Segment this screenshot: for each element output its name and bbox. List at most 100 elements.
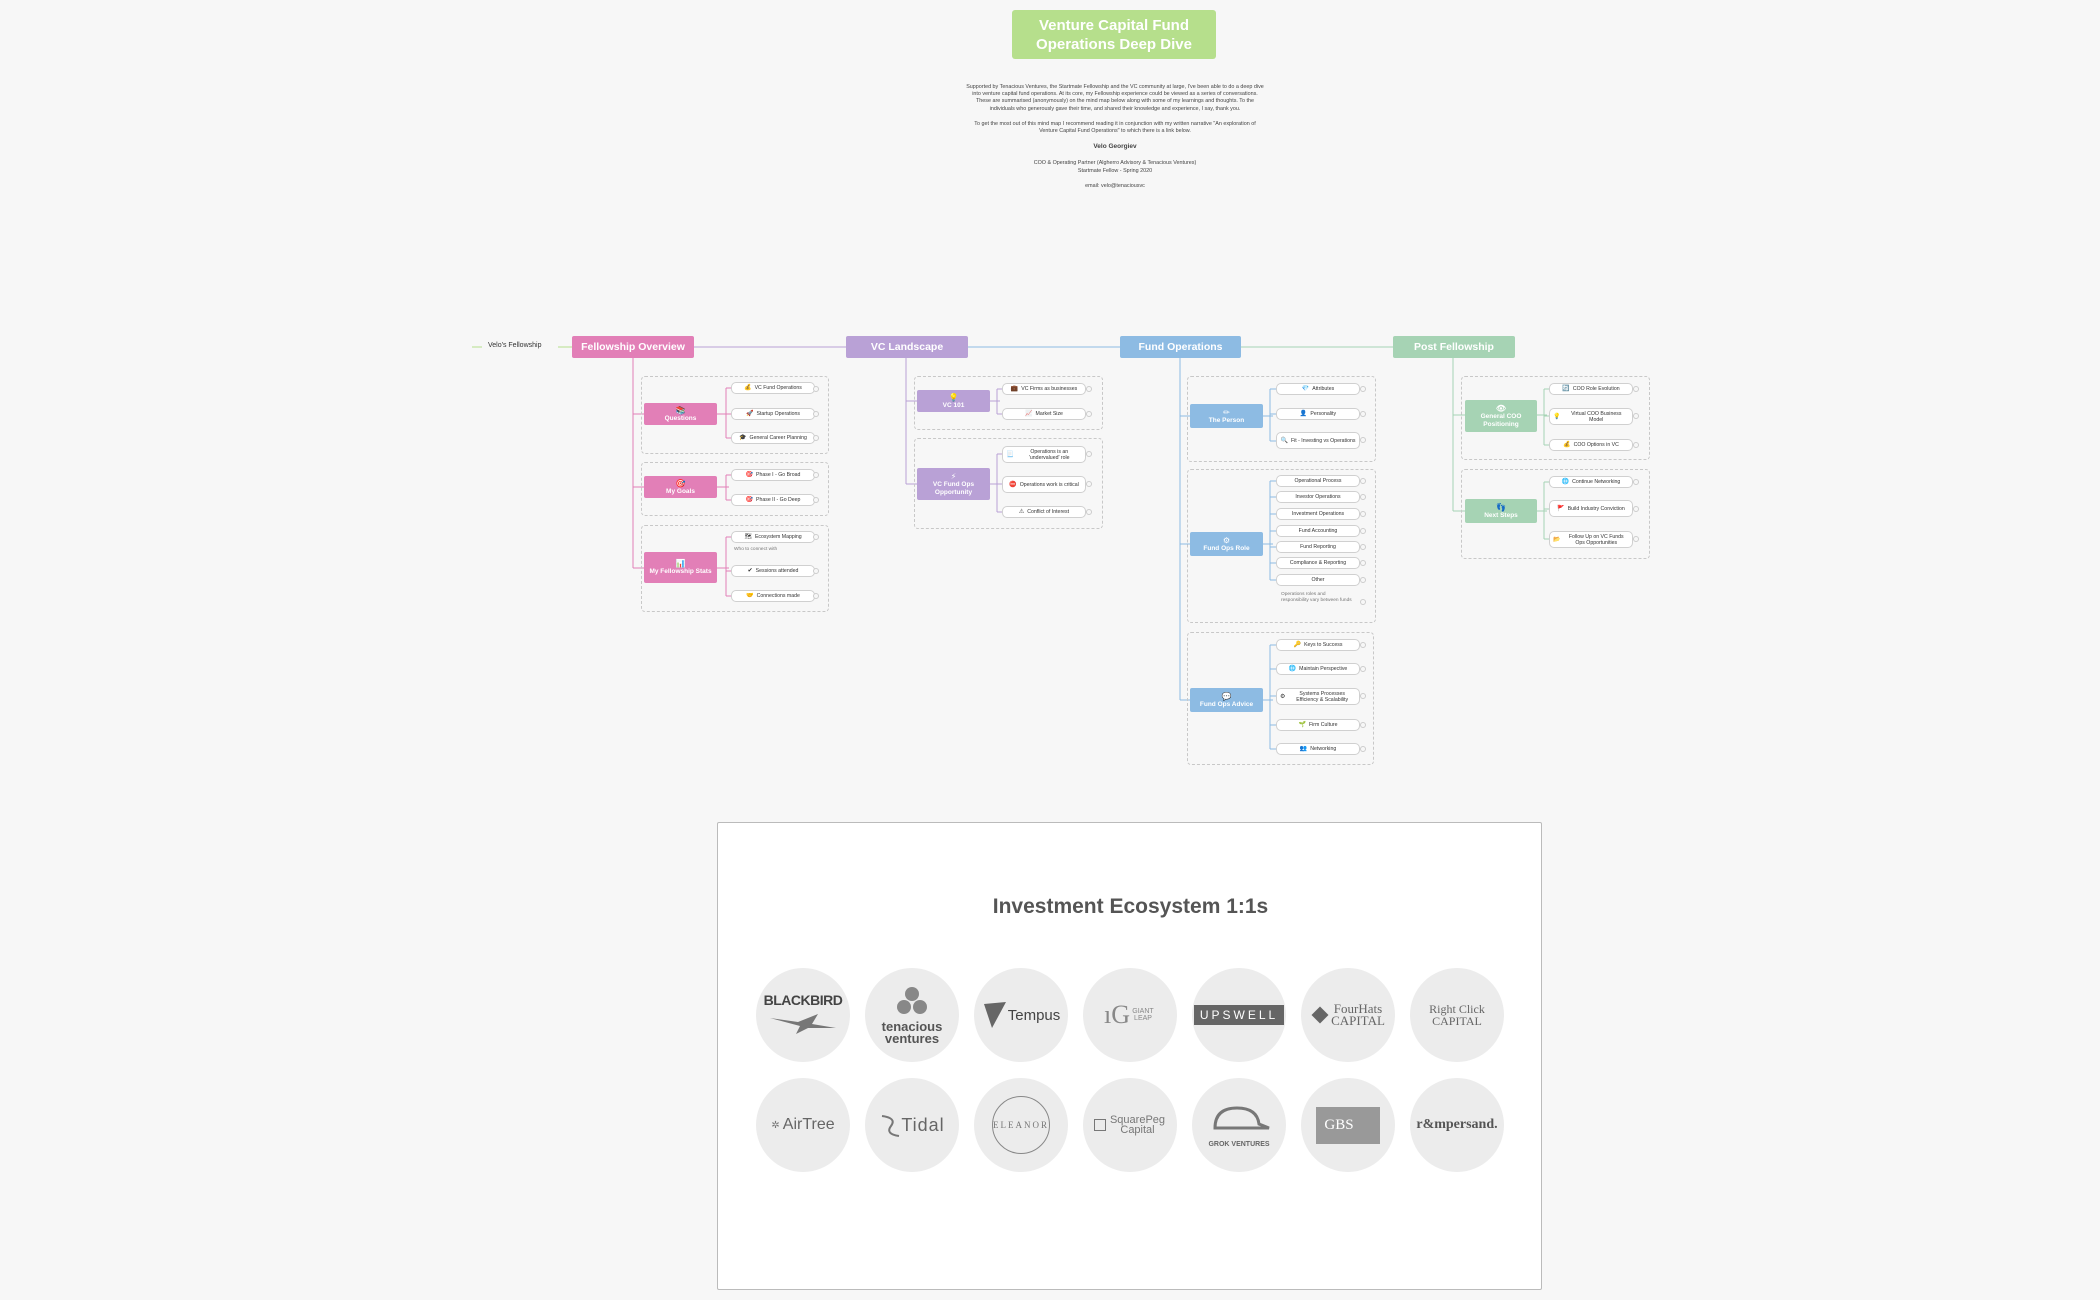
collapse-toggle[interactable] xyxy=(1360,544,1366,550)
node-general-coo-positioning[interactable]: 👁 General COO Positioning xyxy=(1465,400,1537,432)
leaf-personality[interactable]: 👤Personality xyxy=(1276,408,1360,420)
collapse-toggle[interactable] xyxy=(1360,511,1366,517)
collapse-toggle[interactable] xyxy=(1086,451,1092,457)
collapse-toggle[interactable] xyxy=(1360,478,1366,484)
node-vc-landscape[interactable]: VC Landscape xyxy=(846,336,968,358)
collapse-toggle[interactable] xyxy=(1360,386,1366,392)
leaf-networking[interactable]: 👥Networking xyxy=(1276,743,1360,755)
collapse-toggle[interactable] xyxy=(1360,411,1366,417)
collapse-toggle[interactable] xyxy=(813,593,819,599)
collapse-toggle[interactable] xyxy=(813,472,819,478)
collapse-toggle[interactable] xyxy=(1360,560,1366,566)
node-fellowship-overview[interactable]: Fellowship Overview xyxy=(572,336,694,358)
leaf-connections-made[interactable]: 🤝Connections made xyxy=(731,590,815,602)
leaf-market-size[interactable]: 📈Market Size xyxy=(1002,408,1086,420)
node-fellowship-stats[interactable]: 📊 My Fellowship Stats xyxy=(644,552,717,583)
collapse-toggle[interactable] xyxy=(1360,437,1366,443)
leaf-fund-reporting[interactable]: Fund Reporting xyxy=(1276,541,1360,553)
leaf-fit-investing-operations[interactable]: 🔍Fit - Investing vs Operations xyxy=(1276,432,1360,449)
leaf-continue-networking[interactable]: 🌐Continue Networking xyxy=(1549,476,1633,488)
leaf-investment-operations[interactable]: Investment Operations xyxy=(1276,508,1360,520)
leaf-follow-up-vc-funds[interactable]: 📂Follow Up on VC Funds Ops Opportunities xyxy=(1549,531,1633,548)
leaf-compliance-reporting[interactable]: Compliance & Reporting xyxy=(1276,557,1360,569)
node-the-person[interactable]: ✏ The Person xyxy=(1190,404,1263,428)
node-vc-fund-ops-opportunity[interactable]: ⚡ VC Fund Ops Opportunity xyxy=(917,468,990,500)
leaf-general-career-planning[interactable]: 🎓General Career Planning xyxy=(731,432,815,444)
collapse-toggle[interactable] xyxy=(813,568,819,574)
logo-blackbird[interactable]: BLACKBIRD xyxy=(756,968,850,1062)
leaf-conflict-of-interest[interactable]: ⚠Conflict of Interest xyxy=(1002,506,1086,518)
collapse-toggle[interactable] xyxy=(1360,642,1366,648)
leaf-phase-2[interactable]: 🎯Phase II - Go Deep xyxy=(731,494,815,506)
node-questions[interactable]: 📚 Questions xyxy=(644,403,717,425)
node-fund-ops-role[interactable]: ⚙ Fund Ops Role xyxy=(1190,532,1263,556)
collapse-toggle[interactable] xyxy=(1633,506,1639,512)
leaf-operational-process[interactable]: Operational Process xyxy=(1276,475,1360,487)
collapse-toggle[interactable] xyxy=(1086,386,1092,392)
collapse-toggle[interactable] xyxy=(813,534,819,540)
collapse-toggle[interactable] xyxy=(1633,536,1639,542)
leaf-startup-operations[interactable]: 🚀Startup Operations xyxy=(731,408,815,420)
collapse-toggle[interactable] xyxy=(813,435,819,441)
logo-airtree[interactable]: ✲ AirTree xyxy=(756,1078,850,1172)
leaf-vc-fund-operations[interactable]: 💰VC Fund Operations xyxy=(731,382,815,394)
logo-fourhats[interactable]: FourHats CAPITAL xyxy=(1301,968,1395,1062)
leaf-operations-undervalued[interactable]: 📃Operations is an 'undervalued' role xyxy=(1002,446,1086,463)
logo-grok-ventures[interactable]: GROK VENTURES xyxy=(1192,1078,1286,1172)
leaf-fund-accounting[interactable]: Fund Accounting xyxy=(1276,525,1360,537)
collapse-toggle[interactable] xyxy=(1360,746,1366,752)
leaf-coo-options-vc[interactable]: 💰COO Options in VC xyxy=(1549,439,1633,451)
root-node[interactable]: Velo's Fellowship xyxy=(488,342,542,349)
collapse-toggle[interactable] xyxy=(813,497,819,503)
logo-tempus[interactable]: Tempus xyxy=(974,968,1068,1062)
leaf-maintain-perspective[interactable]: 🌐Maintain Perspective xyxy=(1276,663,1360,675)
logo-tenacious-ventures[interactable]: tenacious ventures xyxy=(865,968,959,1062)
logo-giant-leap[interactable]: ıG GIANT LEAP xyxy=(1083,968,1177,1062)
collapse-toggle[interactable] xyxy=(1086,481,1092,487)
leaf-ecosystem-mapping[interactable]: 🗺Ecosystem Mapping xyxy=(731,531,815,543)
leaf-phase-1[interactable]: 🎯Phase I - Go Broad xyxy=(731,469,815,481)
collapse-toggle[interactable] xyxy=(813,386,819,392)
leaf-build-industry-conviction[interactable]: 🚩Build Industry Conviction xyxy=(1549,500,1633,517)
logo-right-click[interactable]: Right Click CAPITAL xyxy=(1410,968,1504,1062)
leaf-firm-culture[interactable]: 🌱Firm Culture xyxy=(1276,719,1360,731)
node-post-fellowship[interactable]: Post Fellowship xyxy=(1393,336,1515,358)
logo-ampersand[interactable]: r&mpersand. xyxy=(1410,1078,1504,1172)
collapse-toggle[interactable] xyxy=(1633,386,1639,392)
leaf-keys-to-success[interactable]: 🔑Keys to Success xyxy=(1276,639,1360,651)
logo-squarepeg[interactable]: SquarePeg Capital xyxy=(1083,1078,1177,1172)
collapse-toggle[interactable] xyxy=(1633,413,1639,419)
collapse-toggle[interactable] xyxy=(1360,693,1366,699)
collapse-toggle[interactable] xyxy=(1360,577,1366,583)
map-title[interactable]: Venture Capital Fund Operations Deep Div… xyxy=(1012,10,1216,59)
node-fund-operations[interactable]: Fund Operations xyxy=(1120,336,1241,358)
leaf-other[interactable]: Other xyxy=(1276,574,1360,586)
leaf-coo-role-evolution[interactable]: 🔄COO Role Evolution xyxy=(1549,383,1633,395)
collapse-toggle[interactable] xyxy=(1360,528,1366,534)
collapse-toggle[interactable] xyxy=(1086,509,1092,515)
collapse-toggle[interactable] xyxy=(813,411,819,417)
logo-gbs[interactable]: GBS xyxy=(1301,1078,1395,1172)
node-next-steps[interactable]: 👣 Next Steps xyxy=(1465,499,1537,523)
leaf-sessions-attended[interactable]: ✔Sessions attended xyxy=(731,565,815,577)
leaf-operations-critical[interactable]: ⛔Operations work is critical xyxy=(1002,476,1086,493)
leaf-systems-processes[interactable]: ⚙Systems Processes Efficiency & Scalabil… xyxy=(1276,688,1360,705)
node-fund-ops-advice[interactable]: 💬 Fund Ops Advice xyxy=(1190,688,1263,712)
logo-upswell[interactable]: UPSWELL xyxy=(1192,968,1286,1062)
collapse-toggle[interactable] xyxy=(1360,599,1366,605)
leaf-attributes[interactable]: 💎Attributes xyxy=(1276,383,1360,395)
cap-icon xyxy=(1213,1106,1270,1130)
collapse-toggle[interactable] xyxy=(1360,722,1366,728)
node-vc-101[interactable]: 💡 VC 101 xyxy=(917,390,990,412)
collapse-toggle[interactable] xyxy=(1086,411,1092,417)
collapse-toggle[interactable] xyxy=(1360,666,1366,672)
logo-tidal[interactable]: Tidal xyxy=(865,1078,959,1172)
leaf-vc-firms-businesses[interactable]: 💼VC Firms as businesses xyxy=(1002,383,1086,395)
node-my-goals[interactable]: 🎯 My Goals xyxy=(644,476,717,498)
logo-eleanor[interactable]: ELEANOR xyxy=(974,1078,1068,1172)
collapse-toggle[interactable] xyxy=(1633,479,1639,485)
collapse-toggle[interactable] xyxy=(1360,494,1366,500)
leaf-virtual-coo[interactable]: 💡Virtual COO Business Model xyxy=(1549,408,1633,425)
collapse-toggle[interactable] xyxy=(1633,442,1639,448)
leaf-investor-operations[interactable]: Investor Operations xyxy=(1276,491,1360,503)
